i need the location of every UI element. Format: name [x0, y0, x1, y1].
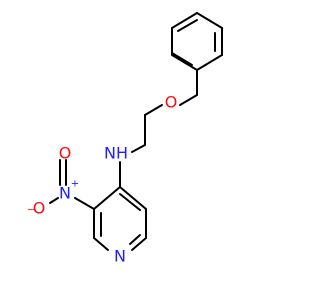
bond-nitro-o-left: [49, 197, 59, 204]
atom-nitro-o-top: O: [59, 144, 72, 163]
nitro-o-top-label: O: [59, 144, 72, 163]
bonds: [49, 12, 223, 251]
bond-ch2-o: [144, 104, 163, 116]
nitro-n-label: N: [59, 184, 71, 203]
bond-o-ch2: [179, 94, 198, 106]
atom-ether-o: O: [165, 93, 178, 112]
bond-ph-4: [196, 12, 223, 29]
bond-n1-c6-inner: [129, 234, 141, 245]
atom-ring-n: N: [114, 247, 126, 266]
bond-ph-3-inner: [177, 19, 198, 32]
bond-nh-ch2: [131, 144, 146, 153]
nitro-o-charge: −: [27, 205, 35, 216]
molecule-structure: N NH N + O O − O: [27, 12, 223, 266]
bond-ph-3: [171, 12, 198, 29]
amine-nh-label: NH: [104, 144, 128, 163]
nitro-o-left-label: O: [33, 199, 46, 218]
bond-c5-c4-inner: [119, 193, 141, 211]
bond-c3-nitro: [74, 197, 95, 210]
bond-c5-c4: [119, 186, 147, 210]
atom-nitro-o-left: O −: [27, 199, 45, 218]
bond-c4-c3: [93, 186, 121, 210]
atom-amine-nh: NH: [104, 144, 128, 163]
ether-o-label: O: [165, 93, 178, 112]
bond-ph-1: [171, 54, 198, 71]
bond-ph-6: [196, 54, 223, 71]
nitro-n-charge: +: [71, 179, 79, 190]
ring-n-label: N: [114, 247, 126, 266]
bond-n1-c6: [131, 237, 147, 251]
atom-nitro-n: N +: [59, 179, 79, 203]
bond-ph-1-inner: [171, 52, 193, 66]
atoms: N NH N + O O − O: [27, 93, 177, 266]
bond-c2-n1: [93, 237, 109, 251]
